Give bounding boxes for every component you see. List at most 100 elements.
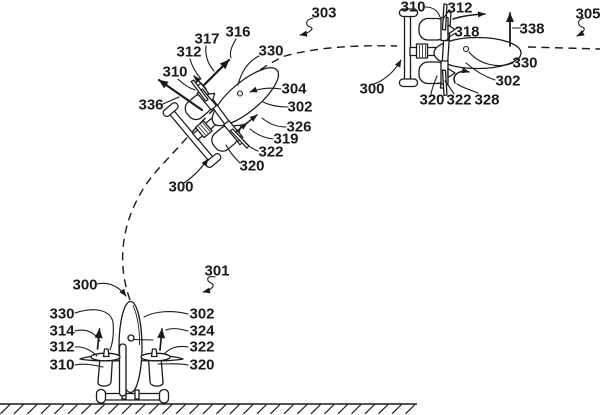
- ref-label-317-transition: 317: [194, 30, 220, 48]
- ref-label-330-transition: 330: [258, 42, 284, 60]
- squiggle-arrow-305: [576, 17, 585, 37]
- leader-322: [239, 135, 259, 152]
- ref-label-305-cruise: 305: [575, 5, 600, 23]
- leader-328: [456, 83, 479, 94]
- spinner-right: [150, 348, 158, 358]
- ref-label-322-transition: 322: [258, 143, 284, 161]
- forward-arrow-328: [453, 67, 470, 84]
- ref-label-316-transition: 316: [225, 23, 251, 41]
- thrust-arrow-right: [157, 328, 166, 351]
- leader-314: [74, 329, 101, 342]
- spinner-left: [102, 348, 110, 358]
- ref-label-300-transition: 300: [168, 178, 194, 196]
- ref-label-304-transition: 304: [281, 80, 307, 98]
- squiggle-arrow-303: [299, 17, 314, 37]
- marker-tick-324: [133, 338, 154, 341]
- leader-320: [225, 144, 241, 164]
- ref-label-330-takeoff: 330: [49, 305, 75, 323]
- aircraft-transition: [158, 33, 304, 176]
- ref-label-338-cruise: 338: [519, 20, 545, 38]
- leader-302: [465, 62, 496, 81]
- leader-arrow-300: [96, 282, 127, 297]
- fuselage-port-marker: [462, 45, 470, 53]
- flow-arrow-319: [235, 122, 248, 133]
- forward-arrow-312: [452, 11, 486, 20]
- ref-label-314-takeoff: 314: [49, 322, 75, 340]
- ref-label-336-transition: 336: [138, 96, 164, 114]
- fuselage-contour: [132, 304, 140, 346]
- landing-gear-cap-right: [158, 388, 170, 404]
- leader-320: [430, 75, 438, 95]
- ref-label-312-transition: 312: [176, 43, 202, 61]
- leader-312: [189, 58, 202, 80]
- leaders-cruise: [373, 6, 585, 95]
- leader-302: [143, 311, 189, 318]
- squiggle-arrow-301: [202, 276, 216, 294]
- ref-label-302-transition: 302: [287, 98, 313, 116]
- leader-319: [249, 128, 274, 140]
- leader-326: [261, 117, 287, 128]
- leader-317: [205, 45, 215, 72]
- leaders-takeoff: [74, 276, 216, 368]
- ref-label-300-takeoff: 300: [72, 276, 98, 294]
- leader-arrow-300: [183, 158, 209, 184]
- fuselage-port-marker: [127, 334, 135, 342]
- ref-label-330-cruise: 330: [512, 54, 538, 72]
- ground-hatching: [0, 404, 416, 415]
- ref-label-322-cruise: 322: [446, 91, 472, 109]
- ref-label-324-takeoff: 324: [189, 322, 215, 340]
- leader-arrow-300: [373, 59, 402, 85]
- aircraft-takeoff: [79, 300, 184, 404]
- ref-label-303-transition: 303: [311, 4, 337, 22]
- leader-310: [74, 363, 104, 368]
- landing-gear-cap-left: [95, 388, 107, 404]
- ref-label-328-cruise: 328: [474, 91, 500, 109]
- ref-label-300-cruise: 300: [359, 80, 385, 98]
- leader-322: [444, 80, 455, 95]
- ref-label-318-cruise: 318: [454, 23, 480, 41]
- leader-320: [157, 363, 189, 366]
- velocity-arrow-316: [202, 58, 231, 87]
- leaders-transition: [162, 17, 314, 184]
- leader-304: [249, 86, 282, 93]
- ref-label-320-transition: 320: [239, 157, 265, 175]
- leader-322: [163, 345, 189, 355]
- ref-label-322-takeoff: 322: [189, 338, 215, 356]
- ref-label-302-takeoff: 302: [189, 305, 215, 323]
- fuselage-port-marker: [236, 90, 244, 97]
- leader-302: [262, 101, 289, 108]
- flight-path-dashed: [121, 45, 600, 301]
- nacelle-left: [97, 356, 114, 387]
- leader-316: [229, 38, 237, 59]
- leader-324: [165, 328, 189, 332]
- fin-strut-right: [134, 389, 140, 400]
- landing-gear-bar: [102, 392, 163, 401]
- leader-310: [177, 78, 196, 91]
- leader-330: [237, 55, 260, 86]
- ventral-fin: [118, 343, 127, 397]
- ref-label-326-transition: 326: [286, 118, 312, 136]
- leader-336: [162, 96, 180, 105]
- ref-label-302-cruise: 302: [495, 72, 521, 90]
- ref-label-312-takeoff: 312: [49, 338, 75, 356]
- ref-label-310-cruise: 310: [400, 0, 426, 16]
- leader-318: [445, 32, 457, 42]
- leader-330: [468, 51, 514, 67]
- leader-330: [74, 309, 114, 351]
- leader-312: [74, 346, 98, 357]
- ref-label-310-transition: 310: [162, 63, 188, 81]
- nacelle-right: [147, 356, 164, 387]
- ref-label-301-takeoff: 301: [204, 262, 230, 280]
- arrows: [94, 11, 514, 351]
- ref-label-312-cruise: 312: [447, 0, 473, 17]
- ref-label-310-takeoff: 310: [49, 356, 75, 374]
- leader-310: [424, 6, 441, 18]
- ref-label-320-takeoff: 320: [189, 356, 215, 374]
- climb-arrow-336: [157, 78, 204, 112]
- leader-312: [442, 10, 450, 21]
- aircraft-cruise: [398, 3, 522, 97]
- ground: [0, 403, 417, 415]
- ref-label-319-transition: 319: [273, 130, 299, 148]
